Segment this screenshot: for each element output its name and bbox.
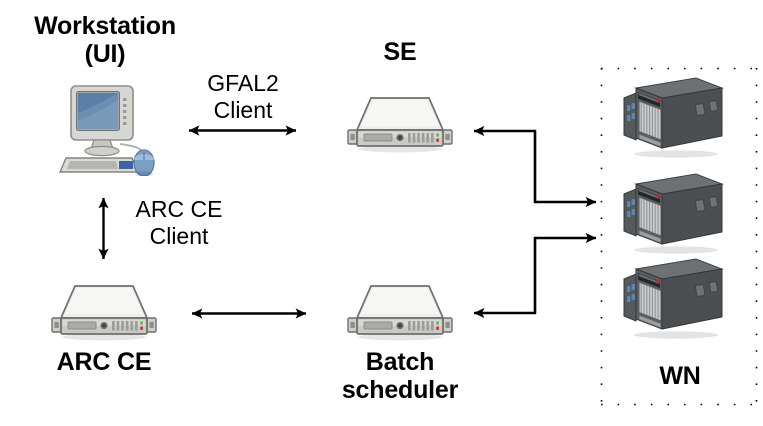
- connector-wn-to-batch: [473, 238, 537, 319]
- rack-server-icon-se: [346, 90, 454, 156]
- connector-batch-to-wn: [533, 232, 597, 313]
- connector-wn-to-se: [473, 125, 537, 202]
- desktop-computer-icon: [58, 84, 162, 176]
- arcce-label: ARC CE: [56, 348, 152, 376]
- batch-scheduler-label: Batch scheduler: [341, 348, 459, 404]
- workstation-label: Workstation (UI): [34, 12, 176, 68]
- se-label: SE: [383, 38, 417, 66]
- tower-server-icon-wn-2: [618, 170, 730, 256]
- connector-se-to-wn: [533, 131, 597, 208]
- edge-label-gfal2-client: GFAL2 Client: [207, 70, 279, 124]
- tower-server-icon-wn-1: [618, 74, 730, 160]
- wn-label: WN: [659, 362, 701, 390]
- tower-server-icon-wn-3: [618, 255, 730, 341]
- rack-server-icon-batch: [346, 278, 454, 344]
- rack-server-icon-arcce: [50, 278, 158, 344]
- edge-label-arcce-client: ARC CE Client: [135, 196, 223, 250]
